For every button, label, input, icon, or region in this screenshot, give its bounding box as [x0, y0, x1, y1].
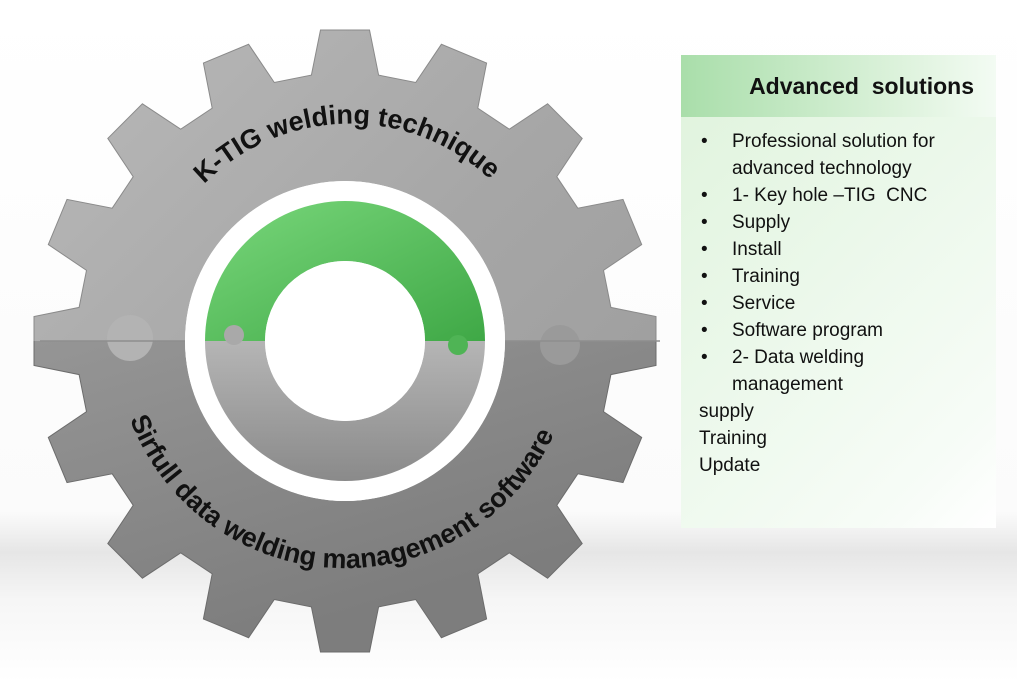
advanced-solutions-panel: Advanced solutions Professional solution… [681, 55, 996, 528]
bullet-item: Software program [699, 317, 996, 344]
bullet-item: Professional solution for advanced techno… [699, 128, 996, 182]
bullet-item-line: Training [732, 266, 800, 287]
inner-ring-knob-right [448, 335, 468, 355]
bullet-item: 1- Key hole –TIG CNC [699, 182, 996, 209]
plain-line: Update [699, 455, 761, 476]
bullet-item: 2- Data welding management [699, 344, 996, 398]
bullet-item-line: Software program [732, 320, 884, 341]
bullet-item: Install [699, 236, 996, 263]
bullet-item: Supply [699, 209, 996, 236]
bullet-item-line: Professional solution for [732, 131, 935, 152]
bullet-item-line: 2- Data welding [732, 347, 865, 368]
gear-center-hole [265, 261, 425, 421]
bullet-item-line: advanced technology [732, 158, 912, 179]
panel-body: Professional solution for advanced techno… [681, 117, 996, 479]
bullet-item-line: 1- Key hole –TIG CNC [732, 185, 928, 206]
bullet-list: Professional solution for advanced techno… [699, 128, 996, 398]
inner-ring-knob-left [224, 325, 244, 345]
bullet-item-line: management [732, 374, 843, 395]
bullet-item: Training [699, 263, 996, 290]
bullet-item-line: Supply [732, 212, 791, 233]
bullet-item-line: Service [732, 293, 796, 314]
plain-line: supply [699, 401, 754, 422]
panel-title: Advanced solutions [749, 72, 974, 99]
gear-puzzle-knob-left [107, 315, 153, 361]
gear-puzzle-knob-right [540, 325, 580, 365]
panel-header: Advanced solutions [681, 55, 996, 117]
bullet-item-line: Install [732, 239, 782, 260]
plain-line: Training [699, 428, 767, 449]
bullet-item: Service [699, 290, 996, 317]
